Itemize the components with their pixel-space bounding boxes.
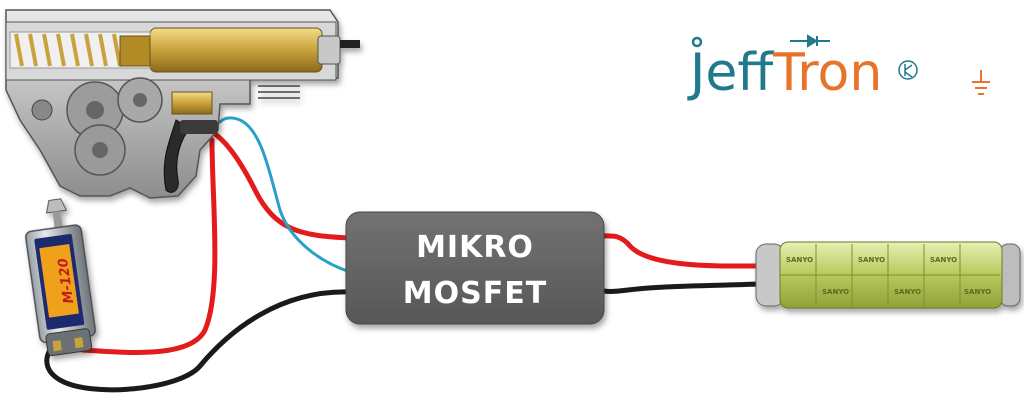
cell-brand-3: SANYO <box>930 256 957 264</box>
motor-label: M-120 <box>56 257 77 304</box>
cell-brand-2: SANYO <box>858 256 885 264</box>
motor-icon: M-120 <box>25 198 97 357</box>
transistor-icon <box>898 60 918 80</box>
cell-brand-5: SANYO <box>894 288 921 296</box>
cell-brand-1: SANYO <box>786 256 813 264</box>
battery-icon: SANYO SANYO SANYO SANYO SANYO SANYO <box>755 241 1021 309</box>
brand-name-part1: Jeff <box>687 43 774 103</box>
wire-red-motor <box>79 137 218 355</box>
wire-red-gearbox <box>209 129 353 241</box>
mosfet-module: MIKRO MOSFET <box>345 211 605 325</box>
cell-brand-4: SANYO <box>822 288 849 296</box>
wire-blue-signal <box>218 116 352 274</box>
svg-text:JeffTron: JeffTron <box>687 43 882 103</box>
circuit-node-icon <box>691 36 703 48</box>
gearbox-icon <box>5 9 360 199</box>
brand-name-part2: Tron <box>772 43 882 103</box>
wire-red-battery <box>597 233 765 269</box>
brand-logo: JeffTron <box>687 34 990 103</box>
wires <box>44 116 765 393</box>
module-label-line2: MOSFET <box>403 276 547 311</box>
ground-icon <box>972 70 990 95</box>
wire-black-battery <box>597 281 763 294</box>
diode-icon <box>790 34 830 48</box>
module-label-line1: MIKRO <box>416 230 534 265</box>
trigger-icon <box>163 119 191 193</box>
wire-black-motor <box>44 289 353 393</box>
cell-brand-6: SANYO <box>964 288 991 296</box>
